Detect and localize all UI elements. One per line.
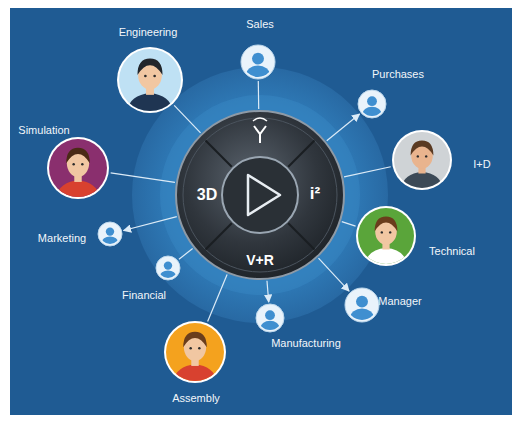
- compass-dial: 3D i² V+R: [175, 110, 345, 280]
- connector-line: [344, 167, 391, 177]
- dial-divider: [288, 223, 314, 249]
- avatar-border: [392, 130, 452, 190]
- person-avatar: Engineering: [117, 47, 183, 113]
- role-label: Financial: [122, 289, 166, 301]
- connector-line: [258, 81, 260, 109]
- connector-line: [111, 173, 175, 183]
- role-label: Manufacturing: [271, 337, 341, 349]
- avatar-border: [47, 137, 109, 199]
- avatar-border: [164, 321, 226, 383]
- social-icon: [253, 118, 267, 143]
- person-avatar: Assembly: [164, 321, 226, 383]
- connector-line: [318, 258, 349, 291]
- inner-ring: [160, 95, 360, 295]
- avatar-graphic: [345, 288, 379, 322]
- role-label: Engineering: [119, 26, 178, 38]
- avatar-graphic: [164, 321, 226, 383]
- connector-line: [179, 248, 193, 259]
- role-label: Assembly: [172, 392, 220, 404]
- person-avatar: Simulation: [47, 137, 109, 199]
- connector-line: [124, 217, 177, 231]
- connector-line: [342, 222, 356, 226]
- role-label: Technical: [429, 245, 475, 257]
- person-avatar: Technical: [356, 206, 416, 266]
- play-button: [222, 157, 298, 233]
- person-avatar: Sales: [241, 45, 275, 79]
- role-label: Simulation: [18, 124, 69, 136]
- avatar-graphic: [256, 304, 284, 332]
- person-avatar: Marketing: [98, 222, 122, 246]
- dial-disc: [176, 111, 344, 279]
- dial-label: V+R: [246, 252, 274, 268]
- avatar-graphic: [47, 137, 109, 199]
- avatar-graphic: [241, 45, 275, 79]
- connector-line: [208, 274, 227, 321]
- avatar-graphic: [117, 47, 183, 113]
- dial-divider: [206, 223, 232, 249]
- role-label: Purchases: [372, 68, 424, 80]
- dial-label: 3D: [197, 186, 217, 204]
- avatar-border: [356, 206, 416, 266]
- role-label: I+D: [473, 158, 490, 170]
- play-triangle: [248, 175, 280, 215]
- person-avatar: I+D: [392, 130, 452, 190]
- connector-line: [327, 114, 360, 141]
- role-label: Marketing: [38, 232, 86, 244]
- avatar-graphic: [358, 90, 386, 118]
- avatar-graphic: [156, 256, 180, 280]
- dial-rim: [183, 118, 337, 272]
- connector-line: [267, 281, 269, 302]
- person-avatar: Financial: [156, 256, 180, 280]
- dial-label: i²: [310, 184, 320, 204]
- dial-divider: [288, 141, 314, 167]
- role-label: Sales: [246, 18, 274, 30]
- avatar-graphic: [392, 130, 452, 190]
- blue-panel: [10, 8, 512, 415]
- person-avatar: Manager: [345, 288, 379, 322]
- dial-divider: [206, 141, 232, 167]
- avatar-graphic: [356, 206, 416, 266]
- role-label: Manager: [378, 295, 421, 307]
- avatar-border: [117, 47, 183, 113]
- avatar-graphic: [98, 222, 122, 246]
- person-avatar: Manufacturing: [256, 304, 284, 332]
- person-avatar: Purchases: [358, 90, 386, 118]
- connector-line: [174, 105, 200, 133]
